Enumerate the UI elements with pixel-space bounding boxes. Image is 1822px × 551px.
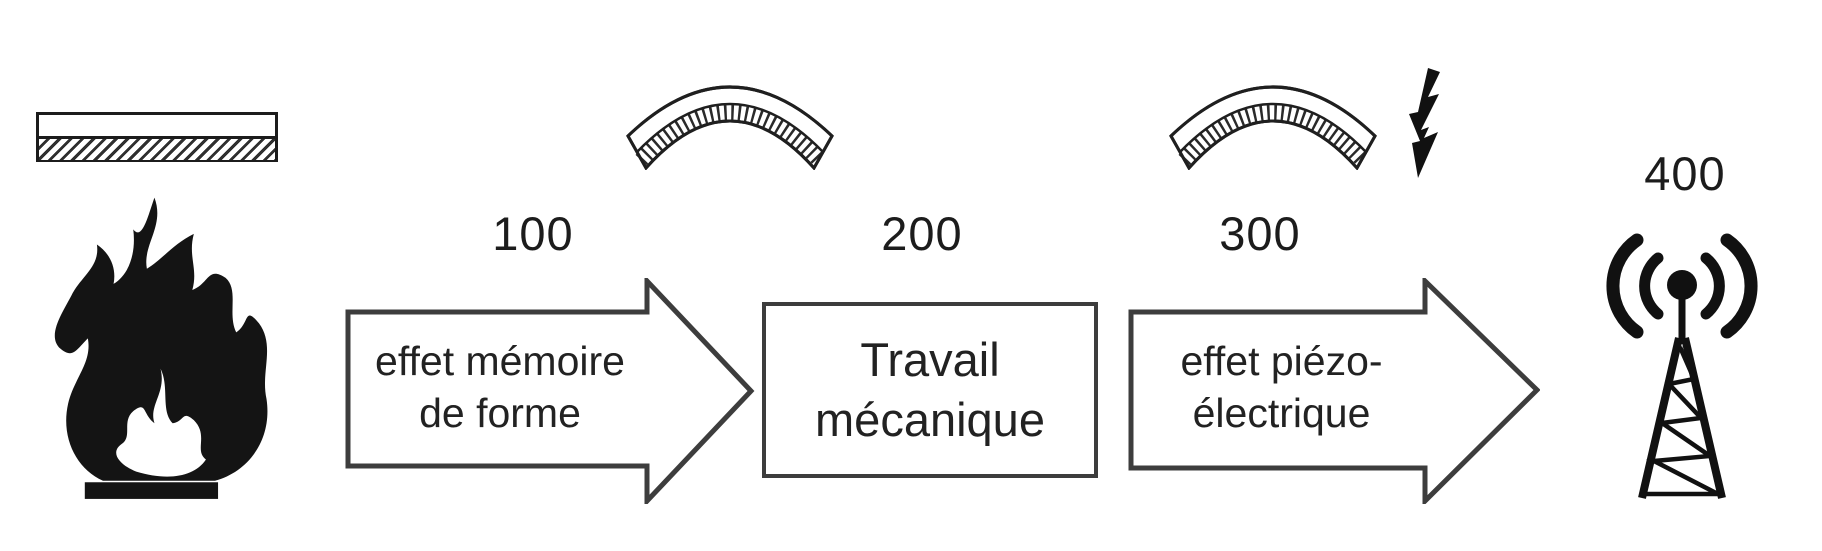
arrow-300-text: effet piézo- électrique (1133, 310, 1430, 466)
bent-strip-hatch (635, 105, 825, 166)
arrow-300-shape (1128, 278, 1540, 504)
arrow-300-text-line2: électrique (1192, 390, 1371, 436)
bent-strip-hatch (1178, 105, 1368, 166)
strip-top-layer (39, 115, 275, 139)
bilayer-strip-bent-icon (1169, 85, 1377, 170)
flame-outer (54, 197, 268, 481)
step-label-100: 100 (492, 207, 574, 260)
wave-right-inner (1700, 252, 1725, 320)
arrow-100-shape (345, 278, 755, 504)
arrow-100-text-line2: de forme (419, 390, 581, 436)
flame-icon (54, 197, 268, 499)
flame-inner-white (116, 368, 206, 477)
box-200-text: Travail mécanique (762, 302, 1098, 478)
wave-left-inner (1639, 252, 1664, 320)
antenna-ball (1667, 270, 1697, 300)
wave-right-outer (1720, 233, 1758, 339)
strip-hatched-layer (39, 139, 275, 160)
process-box-200 (762, 302, 1098, 478)
arrow-300-text-line1: effet piézo- (1180, 338, 1383, 385)
tower-leg-left (1638, 337, 1683, 499)
antenna-icon (1606, 233, 1758, 499)
arrow-100-text: effet mémoire de forme (350, 310, 650, 466)
bilayer-strip-bent-icon (626, 85, 834, 170)
box-200-text-line2: mécanique (815, 393, 1045, 446)
wave-left-outer (1606, 233, 1644, 339)
step-label-400: 400 (1644, 147, 1726, 200)
box-200-text-line1: Travail (860, 333, 1000, 387)
flame-base-bar (84, 482, 219, 499)
step-label-200: 200 (881, 207, 963, 260)
tower-bracing (1644, 346, 1720, 497)
step-label-300: 300 (1219, 207, 1301, 260)
lightning-bolt-icon (1409, 68, 1440, 178)
bilayer-strip-flat-icon (36, 112, 278, 162)
arrow-100-text-line1: effet mémoire (375, 338, 625, 385)
